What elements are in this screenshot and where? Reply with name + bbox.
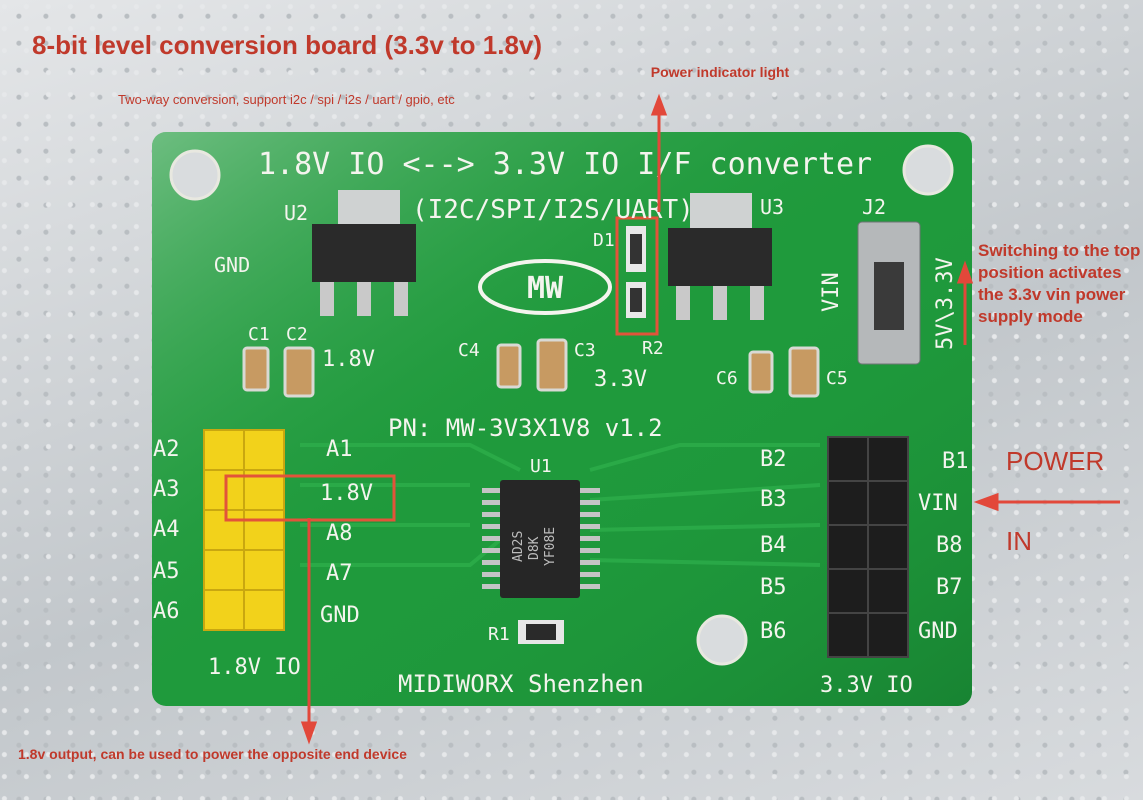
pin-label-a8: A8 <box>326 521 353 546</box>
page-subtitle: Two-way conversion, support i2c / spi / … <box>118 92 455 107</box>
pin-label-gnd-right: GND <box>918 619 958 644</box>
board-header-line: 1.8V IO <--> 3.3V IO I/F converter <box>258 147 872 182</box>
label-c3: C3 <box>574 340 596 361</box>
black-pin-header <box>827 436 909 658</box>
pin-label-a5: A5 <box>153 559 180 584</box>
pin-label-b5: B5 <box>760 575 787 600</box>
regulator-u2 <box>312 224 416 282</box>
pin-label-1v8: 1.8V <box>320 481 373 506</box>
page-title: 8-bit level conversion board (3.3v to 1.… <box>32 30 543 60</box>
power-led-highlight <box>615 216 659 336</box>
label-vin-switch: VIN <box>819 272 844 312</box>
regulator-u3 <box>668 228 772 286</box>
chip-text-3: AD2S <box>511 531 526 562</box>
mount-hole-tl <box>169 149 221 201</box>
pin-label-b7: B7 <box>936 575 963 600</box>
label-j2: J2 <box>862 195 886 219</box>
header-footer-1v8: 1.8V IO <box>208 655 301 680</box>
pin-label-a6: A6 <box>153 599 180 624</box>
pin-label-a7: A7 <box>326 561 353 586</box>
label-5v-3v3-switch: 5V\3.3V <box>933 257 958 350</box>
header-footer-3v3: 3.3V IO <box>820 673 913 698</box>
pin-label-a2: A2 <box>153 437 180 462</box>
label-c4: C4 <box>458 340 480 361</box>
label-gnd-top: GND <box>214 253 250 277</box>
label-u2: U2 <box>284 201 308 225</box>
pin-label-vin: VIN <box>918 491 958 516</box>
mount-hole-br <box>696 614 748 666</box>
chip-text-2: D8K <box>527 536 542 560</box>
pin-label-b3: B3 <box>760 487 787 512</box>
pin-label-b6: B6 <box>760 619 787 644</box>
chip-text-1: YF08E <box>543 527 558 566</box>
label-d1: D1 <box>593 230 615 251</box>
label-u3: U3 <box>760 195 784 219</box>
regulator-u2-tab <box>338 190 400 228</box>
board-logo: MW <box>527 271 564 306</box>
label-r1: R1 <box>488 624 510 645</box>
pin-label-b1: B1 <box>942 449 969 474</box>
pin-label-a3: A3 <box>153 477 180 502</box>
pin-label-a4: A4 <box>153 517 180 542</box>
label-u1: U1 <box>530 456 552 477</box>
pin-label-b8: B8 <box>936 533 963 558</box>
label-r2: R2 <box>642 338 664 359</box>
board-protocols: (I2C/SPI/I2S/UART) <box>412 195 694 225</box>
label-c2: C2 <box>286 324 308 345</box>
switch-mode-caption: Switching to the top position activates … <box>978 241 1141 326</box>
label-c1: C1 <box>248 324 270 345</box>
pin-label-b4: B4 <box>760 533 787 558</box>
pin-label-gnd-left: GND <box>320 603 360 628</box>
label-1v8-top: 1.8V <box>322 347 375 372</box>
power-in-caption: POWER <box>1006 446 1105 476</box>
mount-hole-tr <box>902 144 954 196</box>
power-in-caption-2: IN <box>1006 526 1032 556</box>
board-part-number: PN: MW-3V3X1V8 v1.2 <box>388 414 663 442</box>
power-indicator-caption: Power indicator light <box>650 64 790 80</box>
level-shifter-chip-u1 <box>500 480 580 598</box>
label-c6: C6 <box>716 368 738 389</box>
regulator-u3-tab <box>690 193 752 231</box>
pin-label-a1: A1 <box>326 437 353 462</box>
output-caption: 1.8v output, can be used to power the op… <box>18 746 407 762</box>
label-c5: C5 <box>826 368 848 389</box>
label-3v3-top: 3.3V <box>594 367 647 392</box>
yellow-pin-header <box>203 429 285 631</box>
pin-label-b2: B2 <box>760 447 787 472</box>
board-maker: MIDIWORX Shenzhen <box>398 670 644 698</box>
mw-logo-oval <box>478 259 612 315</box>
